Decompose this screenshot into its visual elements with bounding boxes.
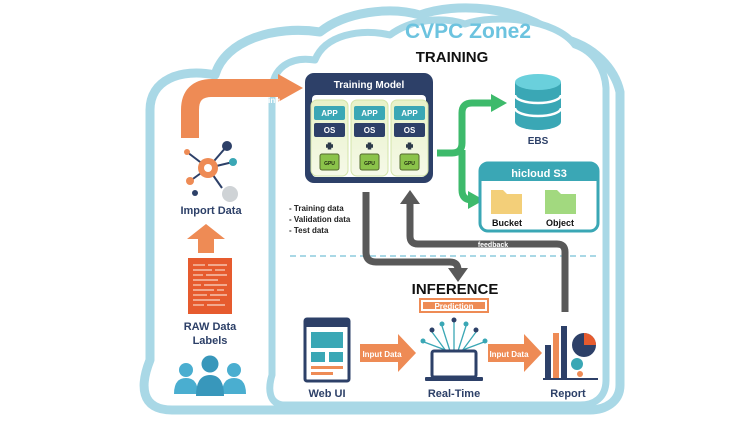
import-data-label: Import Data: [180, 205, 242, 217]
model-to-inference-arrowhead: [448, 268, 468, 282]
feedback-label: feedback: [478, 242, 508, 249]
input-data-label-1: Input Data: [362, 350, 402, 359]
data-list-item-2: - Validation data: [289, 215, 351, 224]
model-column-3: [390, 99, 429, 177]
users-icon: [174, 355, 246, 396]
app-label-1: APP: [321, 109, 338, 118]
ebs-label: EBS: [528, 136, 549, 147]
gpu-label-2: GPU: [364, 161, 375, 167]
raw-data-label-line1: RAW Data: [184, 321, 237, 333]
up-arrow: [187, 224, 225, 253]
bucket-folder-icon: [491, 190, 522, 214]
import-data-icon: [184, 141, 238, 202]
training-model-header: Training Model: [334, 80, 405, 91]
inference-heading: INFERENCE: [412, 281, 499, 298]
report-label: Report: [550, 388, 586, 400]
app-label-2: APP: [361, 109, 378, 118]
real-time-label: Real-Time: [428, 388, 480, 400]
input-data-label-2: Input Data: [489, 350, 529, 359]
gpu-label-1: GPU: [324, 161, 335, 167]
upload-arrow: [181, 74, 303, 138]
real-time-icon: [420, 317, 488, 381]
arrow-to-ebs: [491, 94, 507, 112]
web-ui-label: Web UI: [308, 388, 345, 400]
os-label-3: OS: [404, 126, 416, 135]
s3-title: hicloud S3: [511, 168, 567, 180]
os-label-1: OS: [324, 126, 336, 135]
upload-label: Upload to Training: [210, 96, 280, 105]
app-label-3: APP: [401, 109, 418, 118]
diagram-title: CVPC Zone2: [405, 20, 531, 43]
model-to-inference-arrow: [362, 192, 462, 271]
data-list-item-3: - Test data: [289, 226, 329, 235]
prediction-badge-fill: [423, 302, 485, 309]
input-data-arrow-2: [488, 334, 542, 372]
bucket-label: Bucket: [492, 218, 522, 228]
raw-data-document-icon: [188, 258, 232, 314]
input-data-arrow-1: [360, 334, 416, 372]
data-list-item-1: - Training data: [289, 204, 344, 213]
training-heading: TRAINING: [416, 49, 489, 66]
raw-data-label-line2: Labels: [193, 335, 228, 347]
model-column-2: [350, 99, 389, 177]
web-ui-icon: [303, 317, 351, 383]
object-folder-icon: [545, 190, 576, 214]
feedback-arrow: [406, 202, 569, 312]
prediction-label: Prediction: [434, 302, 473, 311]
os-label-2: OS: [364, 126, 376, 135]
gpu-label-3: GPU: [404, 161, 415, 167]
arrow-to-s3: [468, 191, 484, 209]
feedback-arrowhead: [400, 190, 420, 204]
report-icon: [543, 326, 598, 380]
outer-cloud: [139, 3, 625, 415]
database-icon: [513, 74, 563, 130]
model-column-1: [310, 99, 349, 177]
object-label: Object: [546, 218, 574, 228]
